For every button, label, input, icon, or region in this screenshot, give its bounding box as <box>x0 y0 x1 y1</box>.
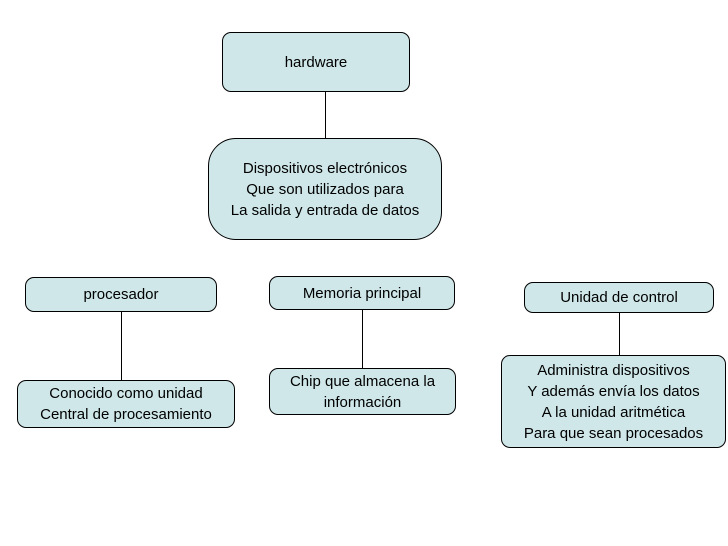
node-procesador[interactable]: procesador <box>25 277 217 312</box>
connector-unidad-control-to-description <box>619 313 620 355</box>
node-unidad-de-control[interactable]: Unidad de control <box>524 282 714 313</box>
connector-memoria-to-description <box>362 310 363 368</box>
connector-procesador-to-description <box>121 312 122 380</box>
node-dispositivos-electronicos[interactable]: Dispositivos electrónicos Que son utiliz… <box>208 138 442 240</box>
node-memoria-descripcion[interactable]: Chip que almacena la información <box>269 368 456 415</box>
node-procesador-descripcion[interactable]: Conocido como unidad Central de procesam… <box>17 380 235 428</box>
node-hardware[interactable]: hardware <box>222 32 410 92</box>
node-unidad-control-descripcion[interactable]: Administra dispositivos Y además envía l… <box>501 355 726 448</box>
node-memoria-principal[interactable]: Memoria principal <box>269 276 455 310</box>
connector-hardware-to-dispositivos <box>325 92 326 138</box>
